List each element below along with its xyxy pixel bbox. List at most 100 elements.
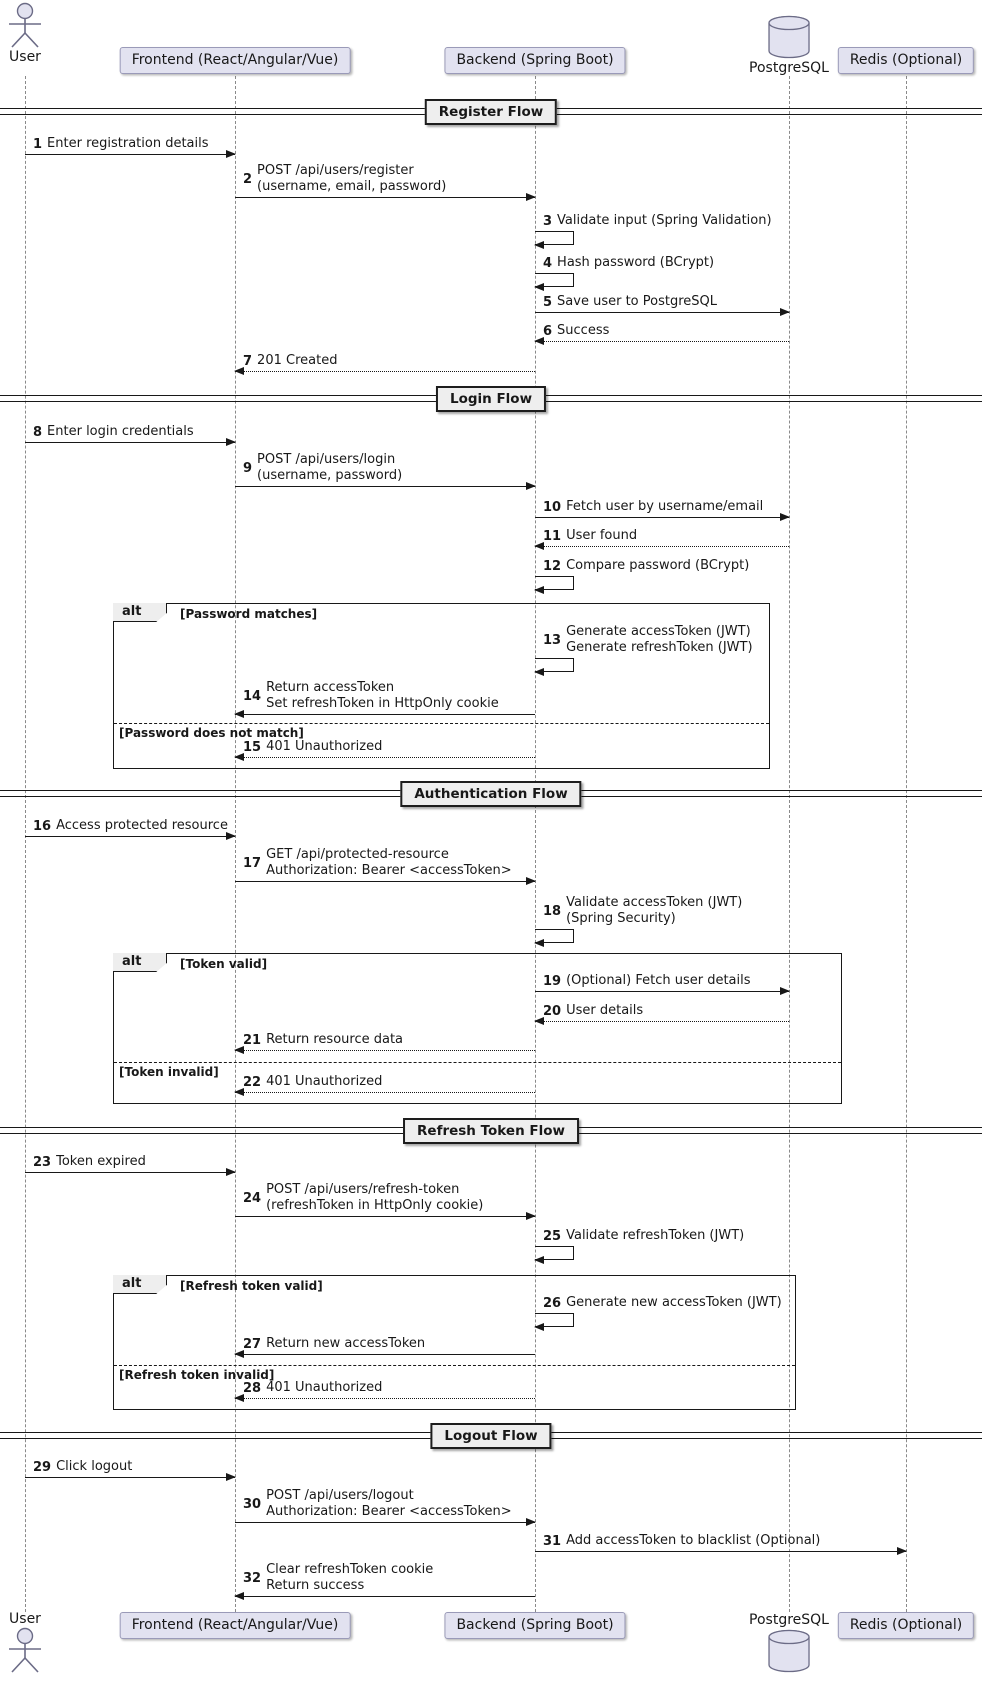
message-text: Validate input (Spring Validation)	[557, 213, 772, 228]
arrow-line	[235, 193, 536, 201]
arrowhead-right-icon	[526, 193, 536, 201]
arrow-line	[534, 337, 789, 345]
arrow-line	[234, 1088, 535, 1096]
message-number: 22	[243, 1074, 262, 1090]
self-message-loop	[534, 273, 574, 291]
actor-icon	[9, 2, 41, 48]
arrowhead-right-icon	[780, 513, 790, 521]
participant-postgres-bottom: PostgreSQL	[749, 1612, 829, 1674]
message-27: 27 Return new accessToken	[234, 1336, 535, 1358]
arrowhead-left-icon	[234, 1592, 244, 1600]
message-text: Return new accessToken	[266, 1336, 426, 1351]
message-12: 12 Compare password (BCrypt)	[534, 558, 855, 594]
message-text: Success	[557, 323, 610, 338]
arrow-line	[25, 1168, 236, 1176]
message-text: POST /api/users/logout Authorization: Be…	[266, 1488, 512, 1519]
message-text: Token expired	[56, 1154, 146, 1169]
alt-operator-tab: alt	[113, 603, 167, 622]
lifeline-postgres	[789, 76, 790, 1612]
arrow-line	[25, 1473, 236, 1481]
arrowhead-left-icon	[534, 1256, 544, 1264]
participant-postgres-top: PostgreSQL	[749, 14, 829, 76]
alt-guard-else: [Refresh token invalid]	[119, 1368, 275, 1382]
message-text: Generate accessToken (JWT) Generate refr…	[566, 624, 753, 655]
self-message-loop	[534, 658, 574, 676]
message-number: 7	[243, 353, 253, 369]
message-text: 401 Unauthorized	[266, 1380, 383, 1395]
message-number: 12	[543, 558, 562, 574]
alt-frame-authentication: alt [Token valid] [Token invalid]	[113, 953, 842, 1104]
message-text: 401 Unauthorized	[266, 1074, 383, 1089]
participant-backend-bottom: Backend (Spring Boot)	[444, 1612, 626, 1639]
message-number: 13	[543, 632, 562, 648]
message-number: 2	[243, 171, 253, 187]
message-number: 10	[543, 499, 562, 515]
arrowhead-left-icon	[234, 710, 244, 718]
message-text: Validate accessToken (JWT) (Spring Secur…	[566, 895, 743, 926]
message-number: 4	[543, 255, 553, 271]
self-message-loop	[534, 1246, 574, 1264]
arrowhead-left-icon	[234, 1350, 244, 1358]
arrow-line	[535, 513, 790, 521]
alt-else-divider	[114, 723, 769, 724]
participant-redis-bottom: Redis (Optional)	[837, 1612, 975, 1639]
message-text: 201 Created	[257, 353, 338, 368]
message-number: 1	[33, 136, 43, 152]
message-number: 14	[243, 688, 262, 704]
message-number: 26	[543, 1295, 562, 1311]
arrowhead-right-icon	[226, 150, 236, 158]
message-number: 27	[243, 1336, 262, 1352]
arrow-line	[234, 367, 535, 375]
arrowhead-right-icon	[226, 832, 236, 840]
message-text: POST /api/users/refresh-token (refreshTo…	[266, 1182, 484, 1213]
arrowhead-left-icon	[534, 586, 544, 594]
message-19: 19 (Optional) Fetch user details	[535, 973, 790, 995]
message-7: 7 201 Created	[234, 353, 535, 375]
message-number: 18	[543, 903, 562, 919]
arrow-line	[234, 1592, 535, 1600]
arrowhead-left-icon	[234, 753, 244, 761]
participant-user-bottom: User	[5, 1611, 45, 1674]
message-text: POST /api/users/register (username, emai…	[257, 163, 447, 194]
message-text: 401 Unauthorized	[266, 739, 383, 754]
arrowhead-left-icon	[534, 939, 544, 947]
arrowhead-left-icon	[534, 283, 544, 291]
message-text: Save user to PostgreSQL	[557, 294, 717, 309]
message-text: Compare password (BCrypt)	[566, 558, 750, 573]
participant-label: User	[9, 49, 41, 65]
message-number: 19	[543, 973, 562, 989]
lifeline-user	[25, 76, 26, 1612]
arrow-line	[535, 1547, 907, 1555]
arrowhead-left-icon	[534, 241, 544, 249]
message-text: Access protected resource	[56, 818, 228, 833]
lifeline-backend	[535, 76, 536, 1612]
message-text: Click logout	[56, 1459, 133, 1474]
section-title: Logout Flow	[430, 1422, 552, 1449]
message-number: 31	[543, 1533, 562, 1549]
section-title: Register Flow	[424, 98, 558, 125]
participant-label: PostgreSQL	[749, 60, 829, 76]
alt-guard-else: [Token invalid]	[119, 1065, 219, 1079]
message-text: Hash password (BCrypt)	[557, 255, 715, 270]
message-number: 9	[243, 460, 253, 476]
alt-guard-then: [Password matches]	[180, 607, 318, 621]
arrow-line	[535, 987, 790, 995]
message-text: (Optional) Fetch user details	[566, 973, 751, 988]
section-divider-logout: Logout Flow	[0, 1422, 982, 1449]
